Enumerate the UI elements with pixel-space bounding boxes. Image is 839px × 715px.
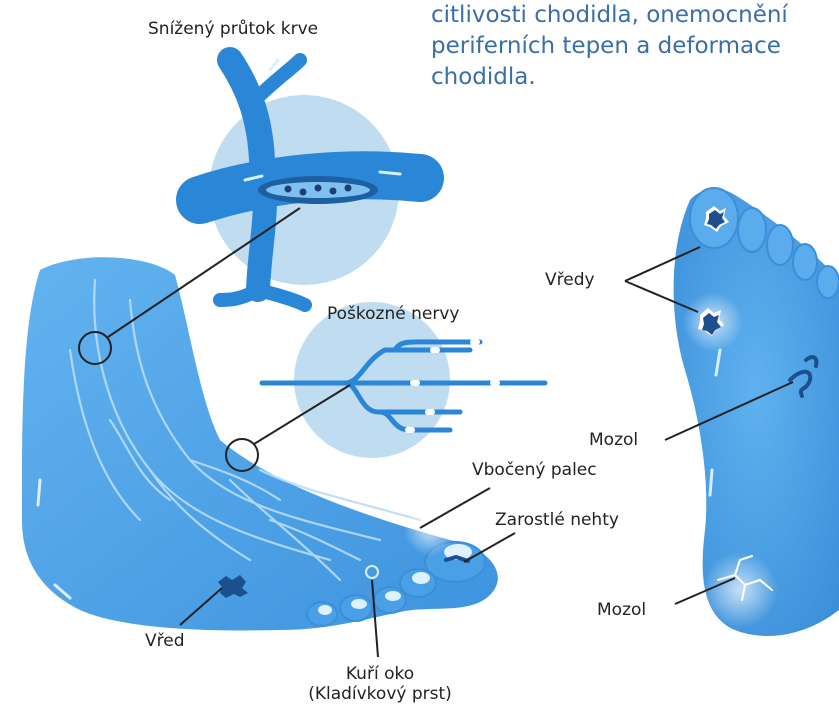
label-bunion: Vbočený palec — [472, 460, 597, 480]
sole-of-foot — [674, 188, 839, 636]
blood-flow-illustration — [200, 60, 420, 305]
nerves-illustration — [262, 302, 545, 458]
intro-line-2: periferních tepen a deformace — [431, 31, 788, 62]
label-callus-heel: Mozol — [597, 600, 646, 620]
label-corn: Kuří oko (Kladívkový prst) — [300, 664, 460, 704]
intro-line-3: chodidla. — [431, 62, 788, 93]
label-ulcers: Vředy — [545, 270, 595, 290]
label-ingrown-nails: Zarostlé nehty — [495, 510, 619, 530]
label-corn-text: Kuří oko — [300, 664, 460, 684]
intro-line-1: citlivosti chodidla, onemocnění — [431, 0, 788, 31]
label-ulcer: Vřed — [145, 631, 185, 651]
label-hammer-toe: (Kladívkový prst) — [300, 684, 460, 704]
label-blood-flow: Snížený průtok krve — [148, 19, 318, 39]
label-nerves: Poškozné nervy — [327, 304, 459, 324]
label-callus-mid: Mozol — [589, 430, 638, 450]
intro-text: citlivosti chodidla, onemocnění perifern… — [431, 0, 788, 93]
